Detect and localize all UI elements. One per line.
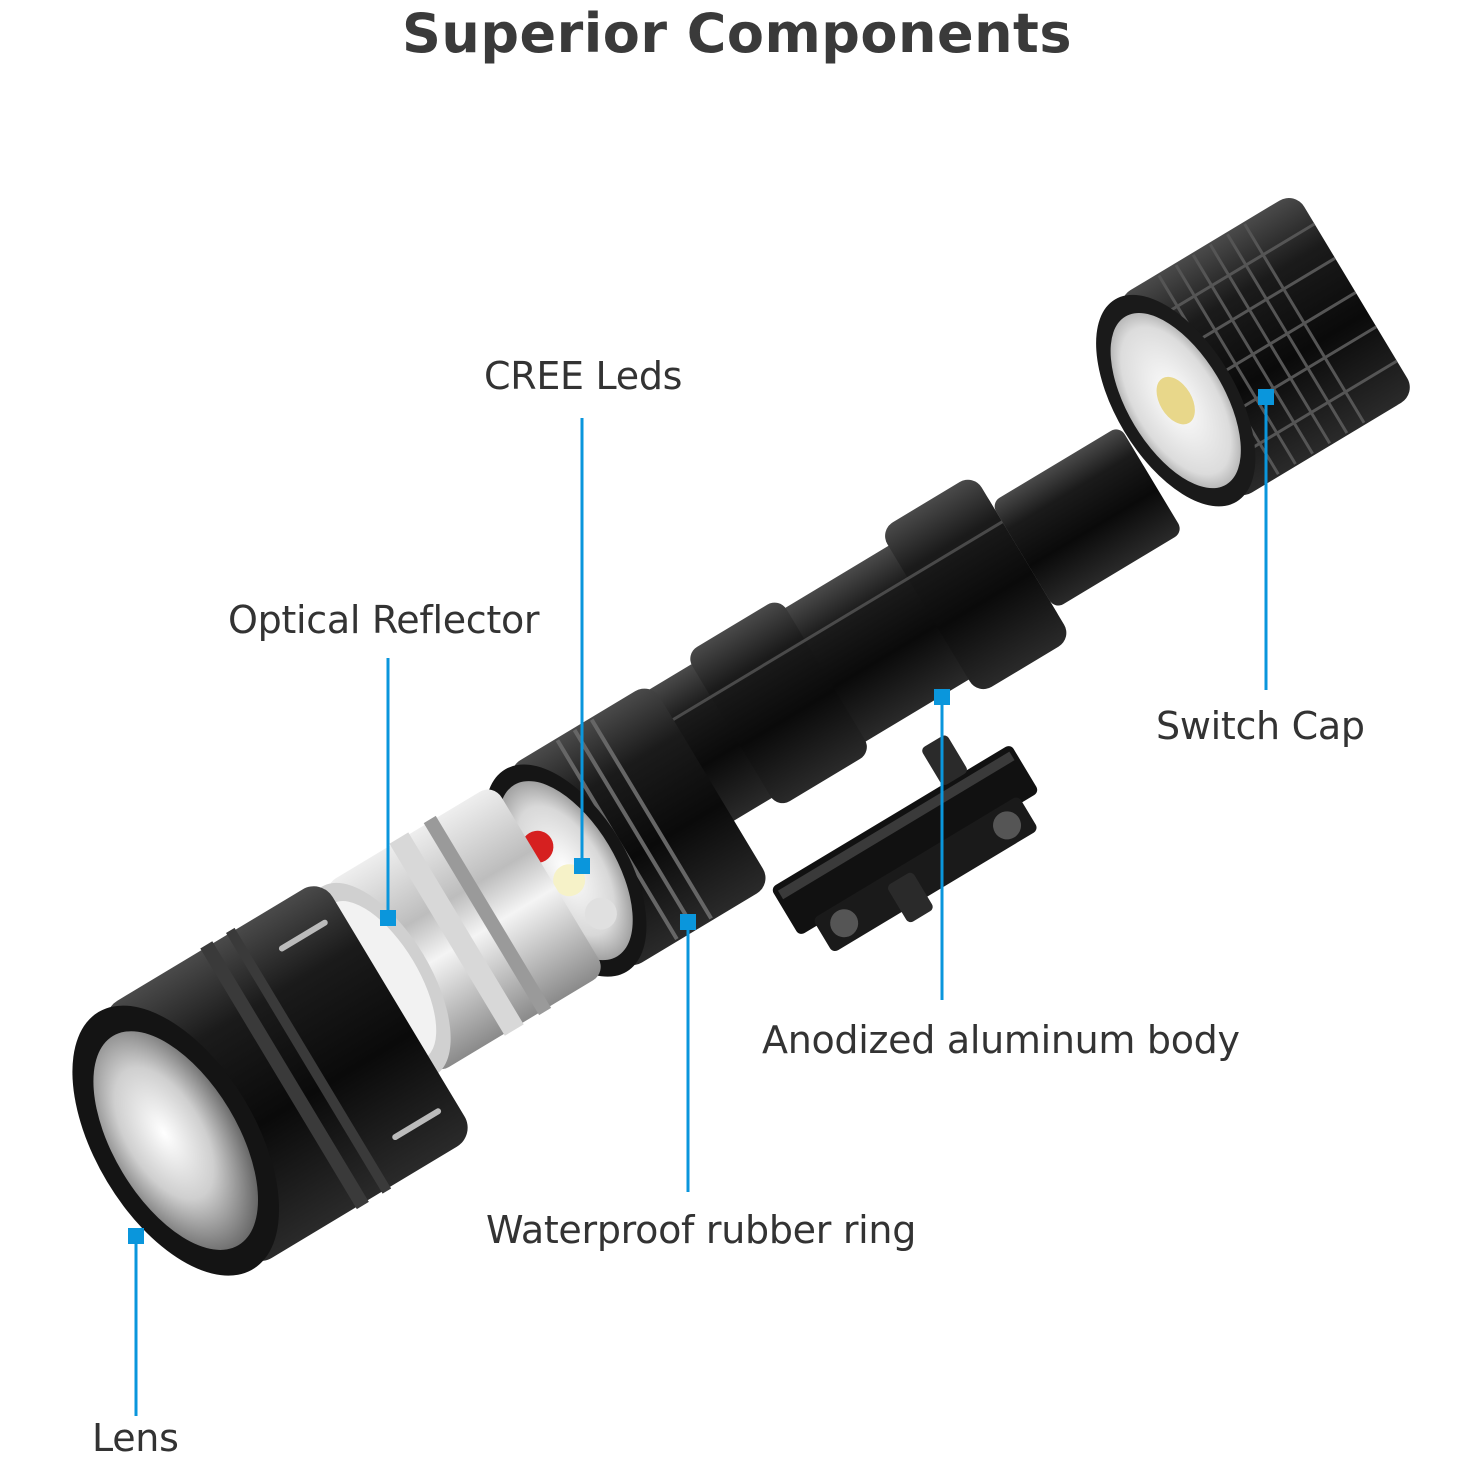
- label-cree-leds: CREE Leds: [484, 354, 683, 398]
- anodized-body-marker: [934, 689, 950, 705]
- rubber-ring-marker: [680, 914, 696, 930]
- label-anodized-body: Anodized aluminum body: [762, 1018, 1240, 1062]
- optical-reflector-marker: [380, 910, 396, 926]
- label-lens: Lens: [92, 1416, 179, 1460]
- switch-cap: [1096, 197, 1410, 507]
- switch-cap-marker: [1258, 389, 1274, 405]
- label-switch-cap: Switch Cap: [1156, 704, 1365, 748]
- callout-lines: [134, 398, 1268, 1416]
- led-head: [484, 688, 766, 977]
- cree-leds-marker: [574, 858, 590, 874]
- label-rubber-ring: Waterproof rubber ring: [486, 1208, 917, 1252]
- lens-marker: [128, 1228, 144, 1244]
- lens-bezel: [72, 886, 468, 1276]
- page-title: Superior Components: [402, 2, 1072, 65]
- main-body: [592, 429, 1180, 856]
- label-optical-reflector: Optical Reflector: [228, 598, 540, 642]
- rail-mount: [772, 735, 1038, 952]
- callout-markers: [128, 389, 1274, 1244]
